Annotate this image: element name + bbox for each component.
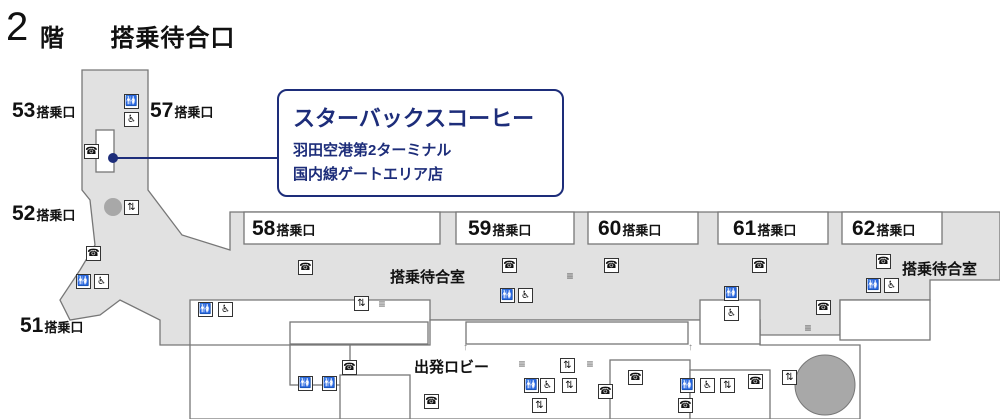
phone-icon: ☎	[816, 300, 831, 315]
svg-text:↑: ↑	[688, 342, 693, 353]
area-name: 搭乗待合口	[110, 25, 236, 52]
phone-icon: ☎	[84, 144, 99, 159]
elevator-icon: ⇅	[124, 200, 139, 215]
accessible-restroom-icon: ♿	[124, 112, 139, 127]
gate-60-room	[587, 211, 699, 245]
gate-52-label: 52搭乗口	[12, 202, 76, 225]
phone-icon: ☎	[752, 258, 767, 273]
lower-room-3	[609, 359, 691, 419]
floor-label: 階	[40, 25, 65, 52]
gate-59-label: 59搭乗口	[468, 217, 532, 240]
gate-57-label: 57搭乗口	[150, 99, 214, 122]
svg-text:↑: ↑	[463, 342, 468, 353]
accessible-restroom-icon: ♿	[540, 378, 555, 393]
right-block	[839, 299, 931, 341]
elevator-icon: ⇅	[782, 370, 797, 385]
starbucks-callout[interactable]: スターバックスコーヒー 羽田空港第2ターミナル 国内線ゲートエリア店	[277, 89, 564, 197]
restroom-icon: 🚻	[524, 378, 539, 393]
restroom-icon: 🚻	[680, 378, 695, 393]
escalator-icon: ≡	[518, 356, 525, 371]
gate-51-label: 51搭乗口	[20, 314, 84, 337]
gate-59-room	[455, 211, 575, 245]
elevator-icon: ⇅	[532, 398, 547, 413]
lower-room-2	[339, 374, 411, 419]
phone-icon: ☎	[86, 246, 101, 261]
phone-icon: ☎	[876, 254, 891, 269]
escalator-icon: ≡	[378, 296, 385, 311]
escalator-icon: ≡	[566, 268, 573, 283]
accessible-restroom-icon: ♿	[724, 306, 739, 321]
phone-icon: ☎	[678, 398, 693, 413]
gate-62-room	[841, 211, 943, 245]
escalator-icon: ≡	[586, 356, 593, 371]
accessible-restroom-icon: ♿	[884, 278, 899, 293]
restroom-icon: 🚻	[298, 376, 313, 391]
restroom-icon: 🚻	[724, 286, 739, 301]
restroom-icon: 🚻	[198, 302, 213, 317]
gate-53-label: 53搭乗口	[12, 99, 76, 122]
pier-elevator-circle	[104, 198, 122, 216]
phone-icon: ☎	[628, 370, 643, 385]
atrium-circle	[794, 354, 856, 416]
departure-lobby-label: 出発ロビー	[414, 359, 490, 376]
accessible-restroom-icon: ♿	[518, 288, 533, 303]
phone-icon: ☎	[748, 374, 763, 389]
shop-block-1	[289, 321, 429, 345]
gate-58-room	[243, 211, 441, 245]
elevator-icon: ⇅	[354, 296, 369, 311]
accessible-restroom-icon: ♿	[700, 378, 715, 393]
waiting-room-label: 搭乗待合室	[390, 269, 466, 286]
restroom-icon: 🚻	[322, 376, 337, 391]
floor-title: 階 搭乗待合口	[40, 18, 235, 53]
floor-number: 2	[6, 5, 29, 49]
gate-60-label: 60搭乗口	[598, 217, 662, 240]
escalator-icon: ≡	[804, 320, 811, 335]
elevator-icon: ⇅	[720, 378, 735, 393]
store-location-line1: 羽田空港第2ターミナル	[293, 142, 452, 159]
phone-icon: ☎	[598, 384, 613, 399]
store-location-line2: 国内線ゲートエリア店	[293, 166, 444, 183]
gate-62-label: 62搭乗口	[852, 217, 916, 240]
restroom-icon: 🚻	[76, 274, 91, 289]
restroom-icon: 🚻	[866, 278, 881, 293]
elevator-icon: ⇅	[562, 378, 577, 393]
accessible-restroom-icon: ♿	[218, 302, 233, 317]
shop-block-2	[465, 321, 689, 345]
waiting-room-right-label: 搭乗待合室	[902, 261, 978, 278]
phone-icon: ☎	[424, 394, 439, 409]
phone-icon: ☎	[298, 260, 313, 275]
gate-58-label: 58搭乗口	[252, 217, 316, 240]
starbucks-location-dot	[108, 153, 118, 163]
restroom-icon: 🚻	[124, 94, 139, 109]
elevator-icon: ⇅	[560, 358, 575, 373]
gate-61-label: 61搭乗口	[733, 217, 797, 240]
restroom-icon: 🚻	[500, 288, 515, 303]
accessible-restroom-icon: ♿	[94, 274, 109, 289]
phone-icon: ☎	[342, 360, 357, 375]
phone-icon: ☎	[604, 258, 619, 273]
gate-61-room	[717, 211, 829, 245]
phone-icon: ☎	[502, 258, 517, 273]
store-name: スターバックスコーヒー	[293, 106, 535, 131]
